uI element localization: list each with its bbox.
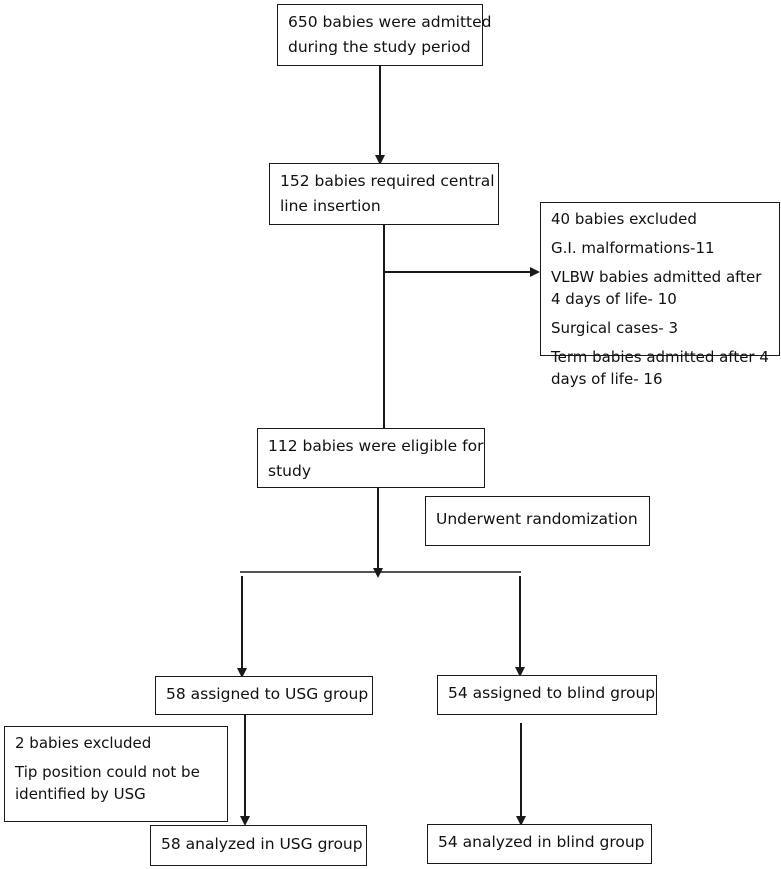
- admitted-line-2: during the study period: [288, 38, 471, 56]
- usg-exclusion-detail-line-1: Tip position could not be: [15, 763, 200, 781]
- randomization-box: Underwent randomization: [425, 496, 650, 546]
- exclusion-gi-malformations: G.I. malformations-11: [551, 239, 715, 257]
- exclusion-term-line-1: Term babies admitted after 4: [551, 348, 769, 366]
- eligible-box: 112 babies were eligible for study: [257, 428, 485, 488]
- usg-analyzed-label: 58 analyzed in USG group: [161, 835, 363, 853]
- exclusion-surgical-cases: Surgical cases- 3: [551, 319, 679, 337]
- usg-exclusion-box: 2 babies excluded Tip position could not…: [4, 726, 228, 822]
- usg-analyzed-box: 58 analyzed in USG group: [150, 825, 367, 866]
- exclusion-vlbw-line-1: VLBW babies admitted after: [551, 268, 762, 286]
- usg-assigned-label: 58 assigned to USG group: [166, 685, 369, 703]
- usg-exclusion-title: 2 babies excluded: [15, 734, 152, 752]
- central-line-box: 152 babies required central line inserti…: [269, 163, 499, 225]
- exclusion-title: 40 babies excluded: [551, 210, 697, 228]
- first-exclusion-box: 40 babies excluded G.I. malformations-11…: [540, 202, 780, 388]
- usg-assigned-box: 58 assigned to USG group: [155, 676, 373, 715]
- eligible-line-2: study: [268, 462, 311, 480]
- blind-assigned-box: 54 assigned to blind group: [437, 675, 657, 715]
- randomization-label: Underwent randomization: [436, 510, 638, 528]
- blind-analyzed-label: 54 analyzed in blind group: [438, 833, 645, 851]
- exclusion-vlbw-line-2: 4 days of life- 10: [551, 290, 677, 308]
- blind-assigned-label: 54 assigned to blind group: [448, 684, 656, 702]
- central-line-line-1: 152 babies required central: [280, 172, 495, 190]
- blind-analyzed-box: 54 analyzed in blind group: [427, 824, 652, 864]
- usg-exclusion-detail-line-2: identified by USG: [15, 785, 146, 803]
- admitted-line-1: 650 babies were admitted: [288, 13, 492, 31]
- central-line-line-2: line insertion: [280, 197, 381, 215]
- eligible-line-1: 112 babies were eligible for: [268, 437, 484, 455]
- exclusion-term-line-2: days of life- 16: [551, 370, 663, 388]
- admitted-box: 650 babies were admitted during the stud…: [277, 4, 492, 66]
